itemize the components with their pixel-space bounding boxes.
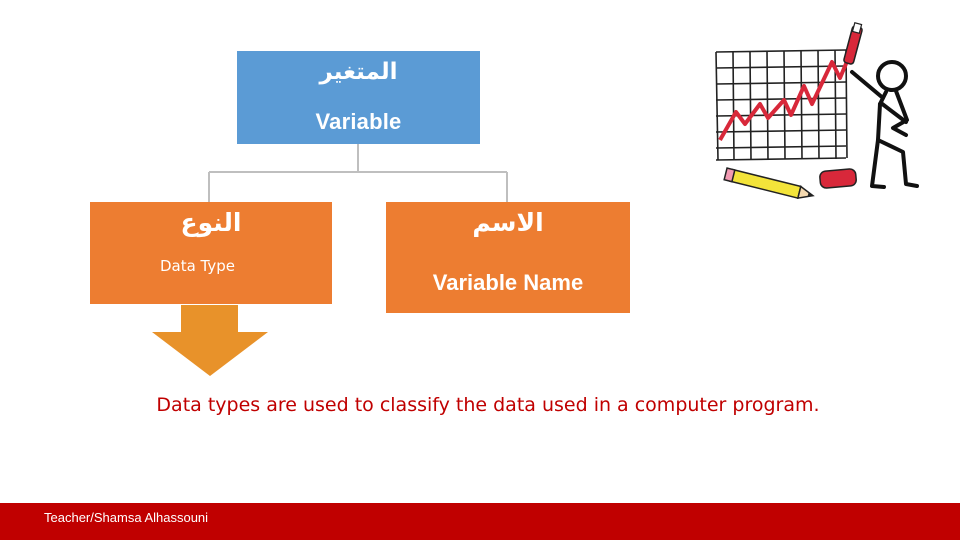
variable-name-label-arabic: الاسم [472,208,544,237]
variable-name-label: Variable Name [432,270,584,295]
variable-label: Variable [315,109,402,134]
data-type-box: النوع Data Type [90,202,332,304]
footer-bar: Teacher/Shamsa Alhassouni [0,503,960,540]
data-types-definition: Data types are used to classify the data… [156,394,820,416]
teacher-credit: Teacher/Shamsa Alhassouni [44,510,209,525]
variable-name-box: الاسم Variable Name [386,202,630,313]
variable-box: المتغير Variable [237,51,480,144]
variable-label-arabic: المتغير [319,59,398,85]
data-type-label-arabic: النوع [180,208,242,237]
data-type-label: Data Type [159,257,236,275]
